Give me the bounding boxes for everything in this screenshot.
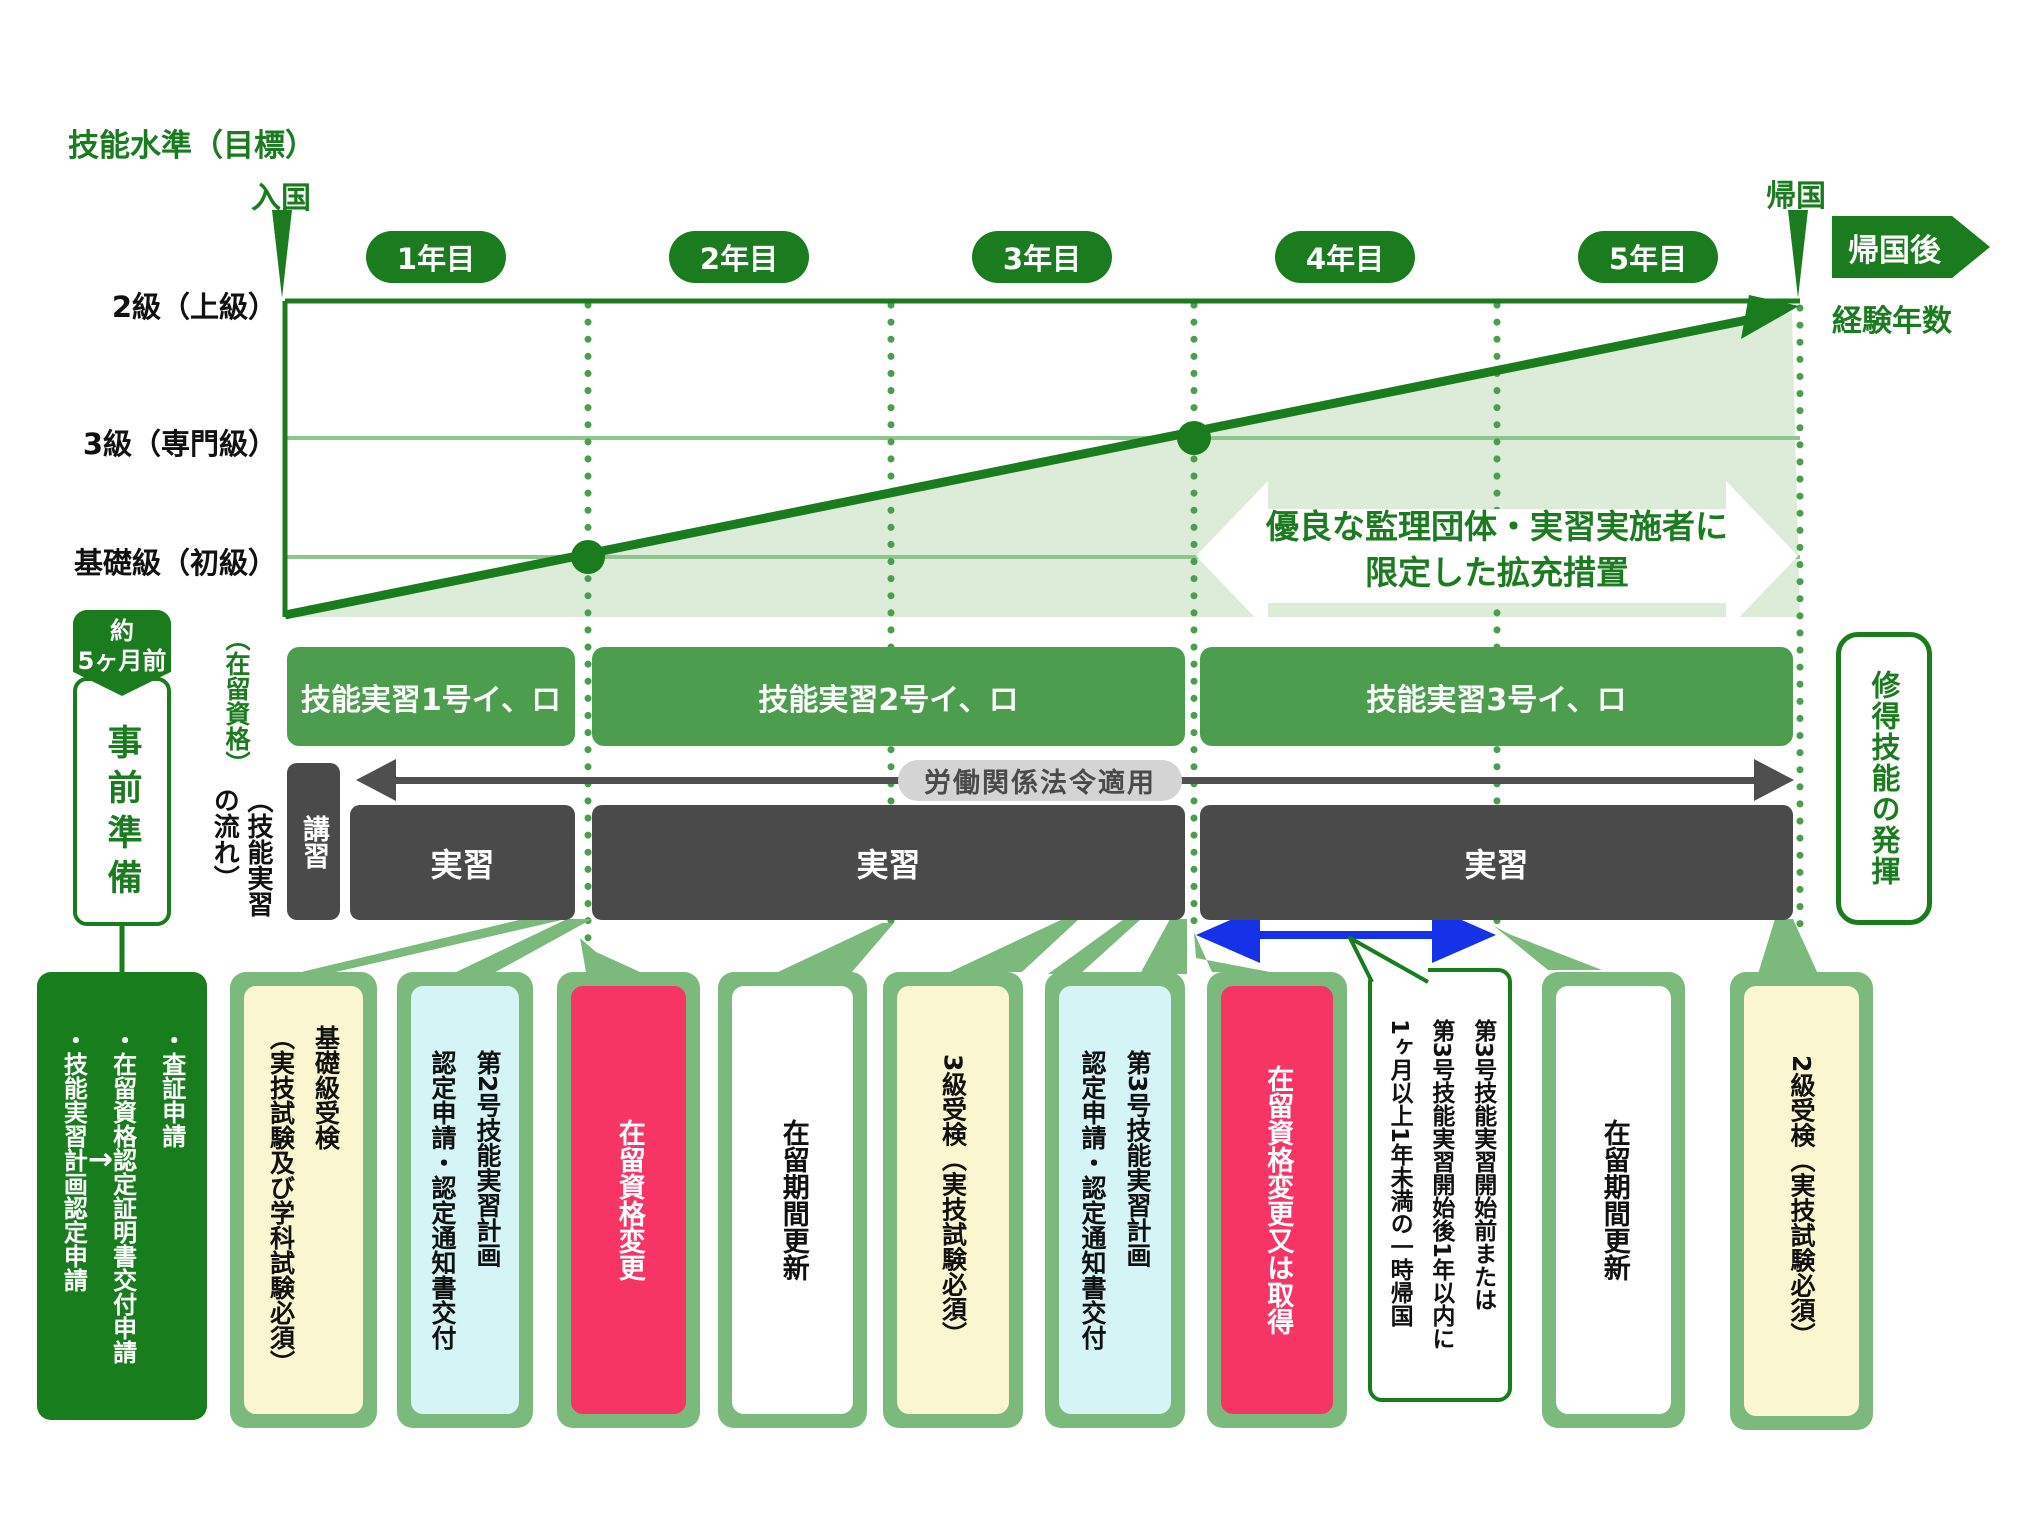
- procedure-text: 在留期間更新: [1598, 1119, 1630, 1281]
- skill-dot-basic: [571, 540, 605, 574]
- expansion-note: 優良な監理団体・実習実施者に 限定した拡充措置: [1266, 507, 1728, 593]
- wedge-connectors: [293, 919, 1818, 974]
- procedure-text: 第3号技能実習計画 認定申請・認定通知書交付: [1078, 1050, 1152, 1350]
- year-pill-3: 3年目: [972, 231, 1112, 283]
- labor-law-label: 労働関係法令適用: [898, 760, 1182, 801]
- procedure-box-status-change-or-acquire: 在留資格変更又は取得: [1207, 972, 1347, 1428]
- year-pill-4: 4年目: [1275, 231, 1415, 283]
- initial-procedures-text: ・査証申請 ・在留資格認定証明書交付申請 ・技能実習計画認定申請: [59, 1028, 186, 1364]
- year-pill-1: 1年目: [366, 231, 506, 283]
- procedure-text: 3級受検（実技試験必須）: [938, 1053, 968, 1347]
- chart-title: 技能水準（目標）: [68, 128, 316, 164]
- procedure-box-plan3-application: 第3号技能実習計画 認定申請・認定通知書交付: [1045, 972, 1185, 1428]
- initial-procedures-arrow: →: [88, 1142, 114, 1177]
- procedure-box-period-renewal-2: 在留期間更新: [1542, 972, 1685, 1428]
- skill-dot-grade3: [1177, 421, 1211, 455]
- lecture-label: 講習: [298, 814, 329, 869]
- year-pill-2: 2年目: [669, 231, 809, 283]
- level-label-grade3: 3級（専門級）: [82, 427, 277, 461]
- after-return-arrow: 帰国後: [1832, 216, 1990, 278]
- residence-bar-3: 技能実習3号イ、ロ: [1200, 647, 1793, 746]
- return-label: 帰国: [1766, 179, 1826, 214]
- lecture-box: 講習: [287, 763, 340, 920]
- training-box-1: 実習: [350, 805, 575, 920]
- temporary-return-callout: 第3号技能実習開始前または 第3号技能実習開始後1年以内に 1ヶ月以上1年未満の…: [1368, 968, 1512, 1402]
- temporary-return-range-arrow: [1196, 907, 1496, 963]
- residence-status-section-label: （在留資格）: [222, 626, 251, 776]
- after-return-label: 帰国後: [1848, 232, 1941, 269]
- procedure-box-status-change: 在留資格変更: [557, 972, 700, 1428]
- preparation-label: 事前準備: [101, 724, 142, 904]
- procedure-text: 基礎級受検 （実技試験及び学科試験必須）: [266, 1025, 341, 1375]
- preparation-box: 事前準備: [73, 677, 171, 926]
- level-label-basic: 基礎級（初級）: [73, 546, 277, 580]
- temporary-return-text: 第3号技能実習開始前または 第3号技能実習開始後1年以内に 1ヶ月以上1年未満の…: [1386, 1019, 1496, 1351]
- procedure-box-plan2-application: 第2号技能実習計画 認定申請・認定通知書交付: [397, 972, 533, 1428]
- outcome-label: 修得技能の発揮: [1867, 670, 1901, 887]
- skill-line: [284, 314, 1753, 620]
- procedure-box-grade2-exam: 2級受検（実技試験必須）: [1730, 972, 1873, 1430]
- flow-section-label: （技能実習の流れ）: [209, 787, 273, 917]
- year-pill-5: 5年目: [1578, 231, 1718, 283]
- level-label-grade2: 2級（上級）: [111, 290, 277, 324]
- training-box-3: 実習: [1200, 805, 1793, 920]
- initial-procedures-box: ・査証申請 ・在留資格認定証明書交付申請 ・技能実習計画認定申請: [37, 972, 207, 1420]
- procedure-box-basic-exam: 基礎級受検 （実技試験及び学科試験必須）: [230, 972, 377, 1428]
- training-box-2: 実習: [592, 805, 1185, 920]
- outcome-box: 修得技能の発揮: [1836, 632, 1932, 925]
- procedure-text: 在留資格変更又は取得: [1262, 1065, 1294, 1335]
- procedure-text: 在留期間更新: [777, 1119, 809, 1281]
- entry-label: 入国: [251, 181, 311, 216]
- expansion-arrow: [1196, 481, 1798, 631]
- procedure-text: 在留資格変更: [613, 1119, 645, 1281]
- residence-bar-2: 技能実習2号イ、ロ: [592, 647, 1185, 746]
- experience-years-label: 経験年数: [1832, 304, 1952, 339]
- residence-bar-1: 技能実習1号イ、ロ: [287, 647, 575, 746]
- return-marker-triangle: [1788, 210, 1808, 298]
- procedure-text: 2級受検（実技試験必須）: [1787, 1054, 1816, 1348]
- procedure-text: 第2号技能実習計画 認定申請・認定通知書交付: [428, 1050, 502, 1350]
- procedure-box-period-renewal-1: 在留期間更新: [718, 972, 867, 1428]
- entry-marker-triangle: [272, 210, 292, 298]
- skill-line-arrowhead: [1741, 295, 1799, 339]
- procedure-box-grade3-exam: 3級受検（実技試験必須）: [883, 972, 1023, 1428]
